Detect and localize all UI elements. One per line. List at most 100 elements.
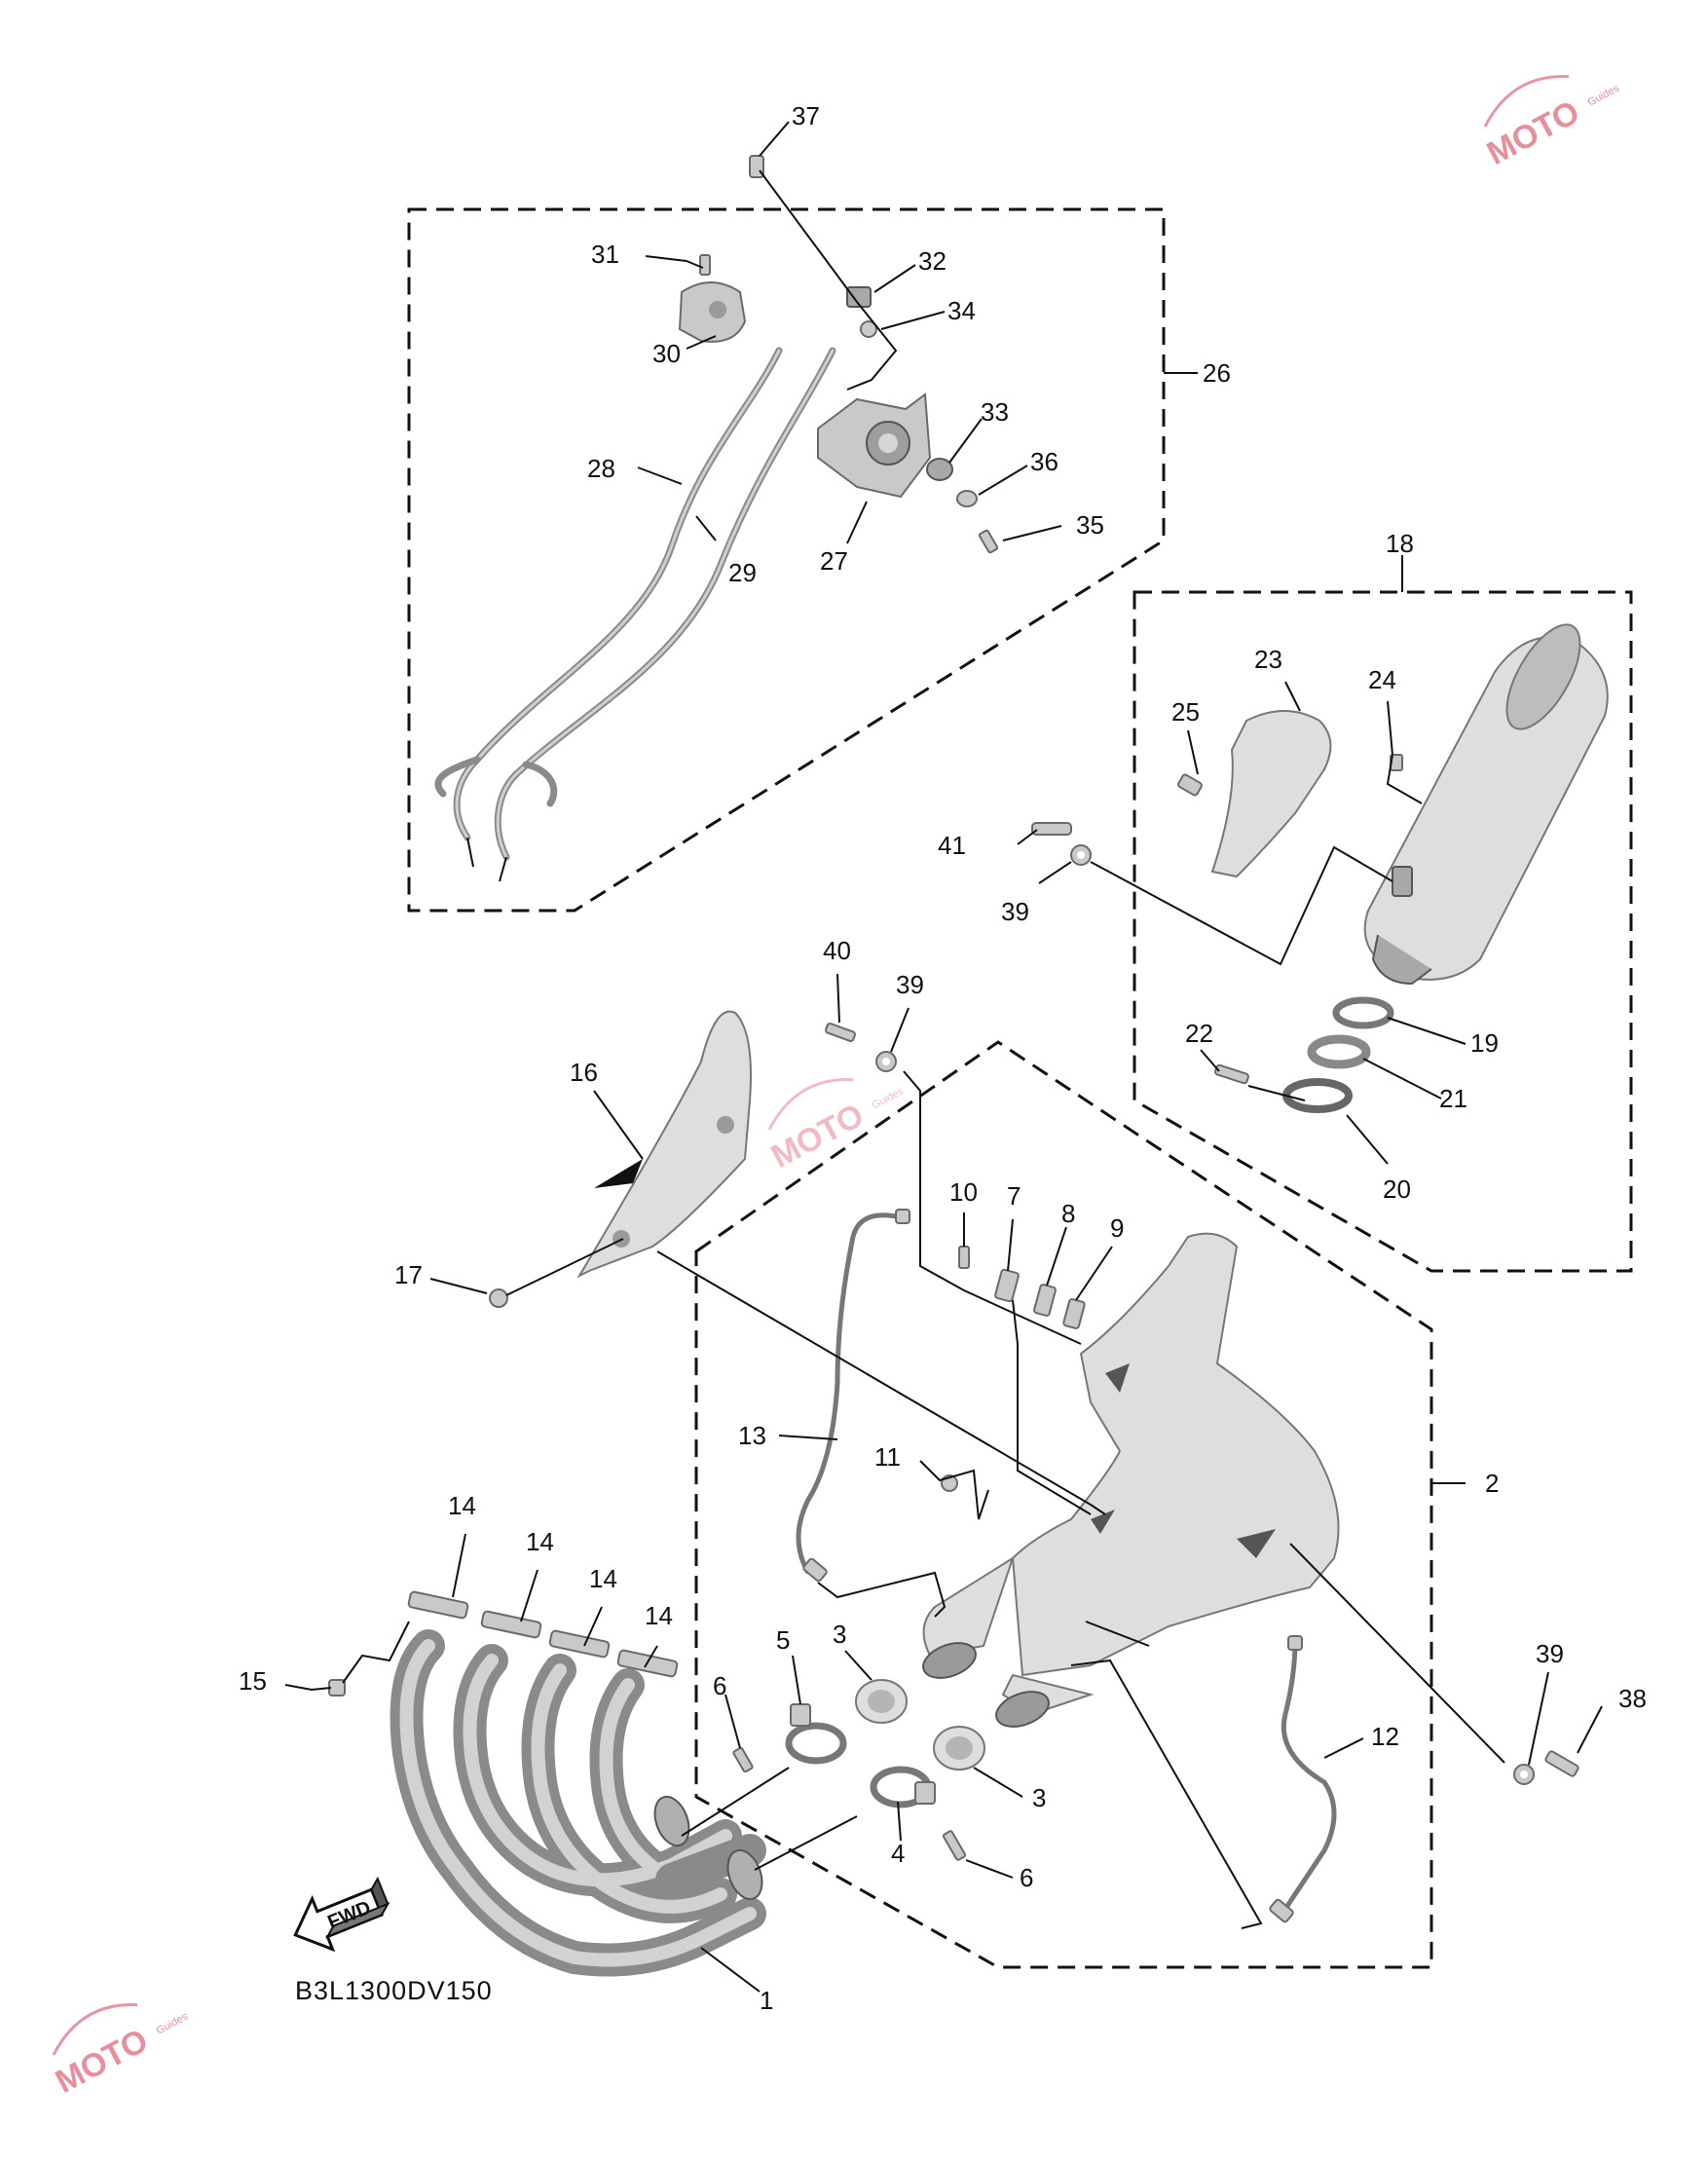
callout-9: 9 — [1110, 1213, 1124, 1243]
callout-13: 13 — [738, 1421, 766, 1450]
leader-lines — [284, 121, 1603, 1993]
bracket-8-drawing — [1033, 1284, 1057, 1317]
gasket-14-row-drawing — [407, 1590, 679, 1678]
callout-41: 41 — [938, 831, 966, 860]
watermark-sub-bottom: Guides — [155, 2010, 191, 2036]
watermark-brand: MOTO — [1481, 93, 1585, 172]
pulley-cover-30-drawing — [678, 281, 747, 343]
callout-30: 30 — [652, 339, 681, 368]
callout-34: 34 — [947, 296, 976, 325]
callout-36: 36 — [1030, 447, 1058, 476]
bolt-40-drawing — [825, 1023, 856, 1042]
callout-27: 27 — [820, 546, 848, 576]
callout-39a: 39 — [1536, 1639, 1564, 1668]
callout-6a: 6 — [713, 1671, 726, 1700]
callout-33: 33 — [981, 397, 1009, 427]
callout-7: 7 — [1007, 1181, 1021, 1211]
group-box-26 — [407, 207, 1166, 913]
callout-12: 12 — [1371, 1722, 1399, 1751]
callout-20: 20 — [1383, 1175, 1411, 1204]
callout-18: 18 — [1386, 529, 1414, 558]
watermark-brand-bottom: MOTO — [50, 2022, 154, 2101]
callout-40: 40 — [823, 936, 851, 965]
callout-24: 24 — [1368, 665, 1396, 694]
callout-numbers: 37 31 32 34 30 26 33 28 36 35 27 29 18 2… — [239, 101, 1647, 2015]
sensor-13-drawing — [796, 1209, 910, 1583]
group-box-2 — [694, 1040, 1433, 1969]
servo-27-drawing — [817, 392, 932, 499]
callout-10: 10 — [949, 1177, 978, 1207]
callout-17: 17 — [394, 1260, 423, 1289]
cable-28-drawing — [434, 347, 783, 841]
muffler-2-drawing — [922, 1232, 1340, 1728]
gasket-3a-drawing — [855, 1679, 908, 1724]
callout-29: 29 — [728, 558, 757, 587]
callout-14a: 14 — [448, 1491, 476, 1520]
callout-6b: 6 — [1020, 1863, 1033, 1892]
callout-19: 19 — [1470, 1028, 1499, 1058]
bolt-10-drawing — [958, 1246, 970, 1269]
bolt-25-drawing — [1177, 773, 1203, 797]
callout-25: 25 — [1171, 697, 1200, 727]
callout-38: 38 — [1618, 1684, 1647, 1713]
bracket-9-drawing — [1062, 1298, 1086, 1329]
callout-4: 4 — [891, 1839, 905, 1868]
callout-8: 8 — [1061, 1199, 1075, 1228]
bolt-6b-drawing — [942, 1830, 967, 1861]
watermark-brand-middle: MOTO — [765, 1097, 870, 1175]
bracket-7-drawing — [994, 1268, 1020, 1303]
callout-3b: 3 — [1032, 1783, 1046, 1812]
washer-39b-drawing — [875, 1051, 897, 1072]
callout-16: 16 — [570, 1058, 598, 1087]
callout-23: 23 — [1254, 645, 1282, 674]
clip-32-drawing — [846, 286, 872, 308]
clamp-20-drawing — [1282, 1078, 1353, 1113]
callout-14b: 14 — [526, 1527, 554, 1556]
gasket-21-drawing — [1307, 1034, 1371, 1069]
exhaust-pipe-1-drawing — [390, 1629, 766, 1977]
gasket-19-drawing — [1332, 996, 1394, 1029]
callout-26: 26 — [1203, 358, 1231, 388]
bolt-35-drawing — [978, 529, 999, 554]
callout-22: 22 — [1185, 1019, 1213, 1048]
clamp-4-drawing — [870, 1766, 936, 1809]
callout-2: 2 — [1485, 1469, 1499, 1498]
grommet-33-drawing — [926, 458, 953, 481]
callout-11: 11 — [874, 1442, 901, 1472]
watermark-sub: Guides — [1586, 82, 1622, 108]
callout-39c: 39 — [1001, 897, 1029, 926]
protector-16-drawing — [576, 1010, 752, 1279]
callout-1: 1 — [760, 1986, 773, 2015]
watermark-bottom-left: MOTO Guides — [50, 2003, 191, 2101]
watermark-sub-middle: Guides — [871, 1085, 907, 1111]
washer-39c-drawing — [1070, 844, 1092, 866]
cable-29-drawing — [494, 347, 836, 861]
cable-ends-drawing — [466, 837, 507, 882]
bolt-41-drawing — [1031, 822, 1072, 836]
nut-34-drawing — [860, 320, 877, 338]
bolt-38-drawing — [1544, 1750, 1579, 1777]
bolt-6a-drawing — [732, 1746, 754, 1773]
fwd-arrow: FWD — [293, 1876, 390, 1953]
callout-21: 21 — [1439, 1084, 1467, 1113]
watermark-top-right: MOTO Guides — [1481, 75, 1622, 172]
group-box-18 — [1132, 590, 1633, 1273]
bolt-17-drawing — [489, 1288, 508, 1308]
callout-5: 5 — [776, 1625, 790, 1655]
callout-39b: 39 — [896, 970, 924, 999]
bolt-31-drawing — [699, 254, 711, 276]
muffler-end-18-drawing — [1363, 623, 1609, 986]
clamp-5-drawing — [785, 1703, 847, 1765]
callout-31: 31 — [591, 240, 619, 269]
callout-35: 35 — [1076, 510, 1104, 540]
collar-36-drawing — [956, 490, 978, 507]
callout-3a: 3 — [833, 1620, 846, 1649]
gasket-3b-drawing — [933, 1726, 985, 1771]
callout-15: 15 — [239, 1666, 267, 1696]
callout-28: 28 — [587, 454, 615, 483]
callout-14c: 14 — [589, 1564, 617, 1593]
bolt-22-drawing — [1214, 1063, 1249, 1085]
washer-39a-drawing — [1513, 1764, 1535, 1785]
protector-23-drawing — [1210, 710, 1332, 878]
sensor-12-drawing — [1269, 1635, 1337, 1923]
